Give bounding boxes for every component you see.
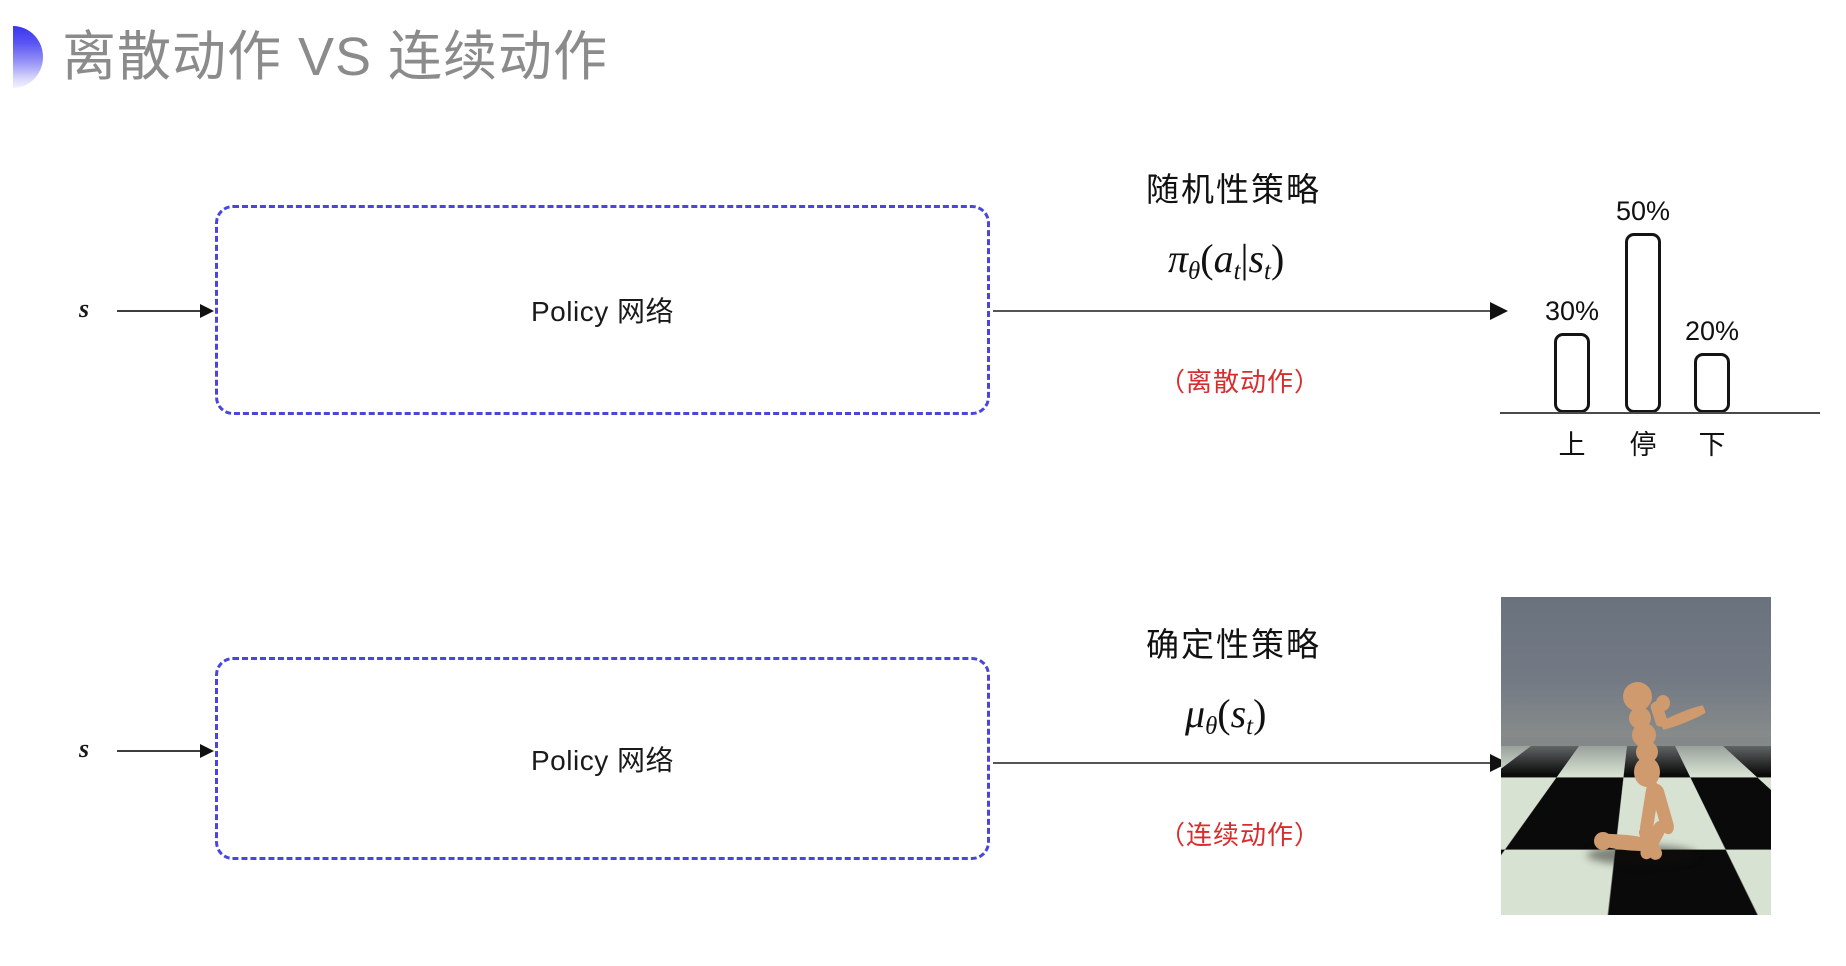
action-probability-bar-chart: 30% 上 50% 停 20% 下 (1500, 100, 1846, 470)
bar-category-label-1: 停 (1629, 430, 1657, 460)
formula-given-bar: | (1240, 236, 1249, 281)
humanoid-head (1623, 682, 1652, 711)
formula-state-sub: t (1264, 257, 1271, 285)
input-arrow-continuous (117, 744, 214, 758)
bar-category-0 (1554, 333, 1590, 413)
action-space-tag-continuous: （连续动作） (1159, 820, 1322, 850)
bar-value-label-0: 30% (1544, 296, 1600, 326)
formula-state: s (1248, 236, 1265, 281)
formula-theta-sub: θ (1188, 257, 1201, 285)
formula-close-paren: ) (1270, 236, 1285, 281)
policy-network-label-continuous: Policy 网络 (531, 744, 674, 776)
bar-category-1 (1625, 233, 1661, 413)
bar-category-2 (1694, 353, 1730, 413)
chart-baseline-axis (1500, 412, 1820, 414)
humanoid-knee (1594, 832, 1612, 850)
policy-network-box-discrete[interactable]: Policy 网络 (215, 205, 990, 415)
bar-value-label-1: 50% (1615, 196, 1671, 226)
formula-state-sub-2: t (1246, 712, 1254, 740)
humanoid-hand (1656, 695, 1670, 711)
formula-state-2: s (1230, 691, 1247, 736)
page-title: 离散动作 VS 连续动作 (62, 27, 609, 87)
formula-action: a (1213, 236, 1234, 281)
formula-action-sub: t (1233, 257, 1241, 285)
bar-category-label-0: 上 (1558, 430, 1586, 460)
bar-category-label-2: 下 (1698, 430, 1726, 460)
bar-value-label-2: 20% (1684, 316, 1740, 346)
formula-close-paren-2: ) (1253, 691, 1267, 736)
state-input-label-continuous: s (79, 734, 90, 763)
policy-type-label-deterministic: 确定性策略 (1146, 626, 1321, 663)
formula-open-paren: ( (1200, 236, 1214, 281)
output-arrow-discrete (993, 302, 1508, 320)
policy-formula-stochastic: πθ(at|st) (1168, 235, 1284, 286)
state-input-label-discrete: s (79, 294, 90, 323)
input-arrow-discrete (117, 304, 214, 318)
policy-network-box-continuous[interactable]: Policy 网络 (215, 657, 990, 860)
humanoid-simulation-image (1501, 597, 1771, 915)
formula-theta-sub-2: θ (1205, 712, 1218, 740)
title-accent-shape (13, 26, 43, 88)
formula-mu: μ (1185, 691, 1206, 736)
formula-open-paren-2: ( (1217, 691, 1231, 736)
action-space-tag-discrete: （离散动作） (1159, 367, 1322, 397)
policy-type-label-stochastic: 随机性策略 (1146, 171, 1321, 208)
policy-network-label-discrete: Policy 网络 (531, 296, 674, 327)
policy-formula-deterministic: μθ(st) (1185, 690, 1266, 741)
output-arrow-continuous (993, 754, 1508, 772)
formula-pi: π (1168, 236, 1189, 281)
